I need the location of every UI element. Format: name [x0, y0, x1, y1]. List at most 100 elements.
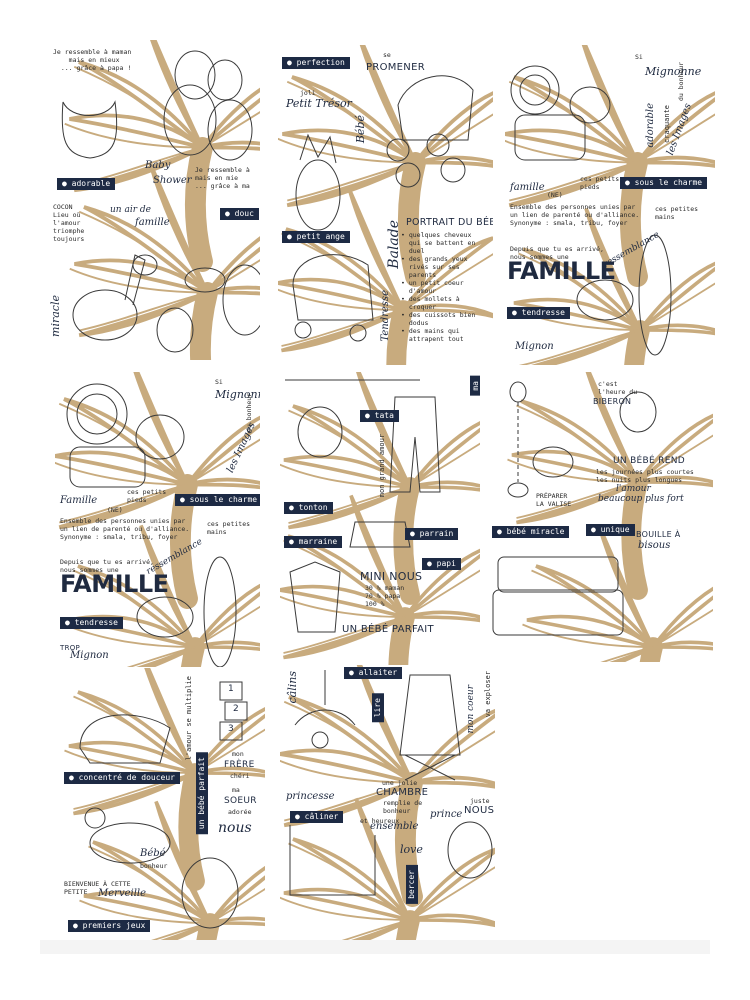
- stamp-sheet-2: ● perfection se PROMENER joli Petit Trés…: [278, 45, 493, 365]
- script-famille: famille: [510, 182, 545, 193]
- label-bebe-miracle: ● bébé miracle: [492, 526, 570, 538]
- text-cheri: chéri: [230, 772, 250, 780]
- text-se: se: [383, 51, 391, 59]
- label-perfection: ● perfection: [282, 57, 350, 69]
- leaf-background: [280, 665, 495, 940]
- leaf-background: [505, 45, 715, 365]
- vtext-va-exploser: va exploser: [484, 671, 492, 718]
- text-ma: ma: [232, 786, 240, 794]
- vscript-mon-coeur: mon coeur: [466, 685, 476, 734]
- text-bebe-parfait: UN BÉBÉ PARFAIT: [342, 624, 434, 635]
- text-portrait-du-bebe: PORTRAIT DU BÉBÉ: [406, 217, 493, 228]
- label-tendresse: ● tendresse: [60, 617, 123, 629]
- label-ma: ma: [470, 376, 480, 396]
- text-frere: FRÈRE: [224, 760, 255, 770]
- script-love: love: [400, 843, 423, 856]
- text-depuis: Depuis que tu es arrivé, nous sommes une: [510, 245, 604, 261]
- vscript-calins: câlins: [286, 671, 299, 704]
- script-ensemble: ensemble: [370, 821, 419, 832]
- label-adorable: ● adorable: [57, 178, 116, 190]
- script-bebe: Bébé: [140, 848, 166, 859]
- label-tonton: ● tonton: [284, 502, 333, 514]
- text-ne: (NE): [547, 191, 563, 199]
- text-ne: (NE): [107, 506, 123, 514]
- vtext-grand-amour: mon grand amour: [378, 434, 386, 498]
- label-marraine: ● marraine: [284, 536, 343, 548]
- caption-ressemble-maman: Je ressemble à maman mais en mieux ... g…: [53, 48, 132, 72]
- script-famille: famille: [135, 217, 170, 228]
- vscript-miracle: miracle: [49, 295, 62, 337]
- text-petites-mains: ces petites mains: [655, 205, 699, 221]
- text-chambre: CHAMBRE: [376, 787, 429, 798]
- text-mon: mon: [232, 750, 244, 758]
- text-definition: Ensemble des personnes unies par un lien…: [510, 203, 640, 227]
- bottom-shadow: [40, 940, 710, 954]
- script-merveille: Merveille: [98, 888, 147, 899]
- stamp-sheet-4: Si Mignonne les Images du bonheur Famill…: [55, 372, 260, 667]
- label-petit-ange: ● petit ange: [282, 231, 350, 243]
- text-nous: NOUS: [464, 805, 495, 816]
- text-petites-mains: ces petites mains: [207, 520, 251, 536]
- text-bonheur: bonheur: [140, 862, 168, 870]
- vscript-adorable: adorable: [645, 103, 656, 148]
- text-joli: joli: [300, 89, 316, 97]
- label-douc: ● douc: [220, 208, 259, 220]
- script-mignonne: Mignonne: [645, 65, 702, 78]
- text-trop: TROP: [60, 644, 81, 652]
- text-mini-nous: MINI NOUS: [360, 570, 423, 583]
- script-princesse: princesse: [286, 791, 335, 802]
- script-shower: Shower: [153, 175, 192, 186]
- label-lire: lire: [372, 693, 384, 723]
- text-preparer-valise: PRÉPARER LA VALISE: [536, 492, 572, 508]
- text-mini-sub: 30 % maman 70 % papa 100 %: [365, 584, 405, 608]
- vscript-balade: Balade: [386, 220, 402, 269]
- label-papi: ● papi: [422, 558, 461, 570]
- script-un-air-de: un air de: [110, 205, 151, 215]
- script-petit-tresor: Petit Trésor: [286, 97, 352, 110]
- text-bienvenue: BIENVENUE À CETTE PETITE: [64, 880, 131, 896]
- text-du-bonheur: du bonheur: [245, 392, 253, 432]
- label-premiers-jeux: ● premiers jeux: [68, 920, 151, 932]
- portrait-list: • quelques cheveux qui se battent en due…: [401, 231, 476, 343]
- text-juste: juste: [470, 797, 490, 805]
- leaf-background: [492, 372, 713, 662]
- script-bisous: bisous: [638, 540, 671, 551]
- leaf-background: [55, 372, 260, 667]
- label-concentre-douceur: ● concentré de douceur: [64, 772, 180, 784]
- script-baby: Baby: [145, 160, 171, 171]
- text-petits-pieds: ces petits pieds: [580, 175, 620, 191]
- label-un-bebe-parfait: un bébé parfait: [196, 752, 208, 835]
- text-famille-big: FAMILLE: [60, 570, 169, 598]
- text-definition: Ensemble des personnes unies par un lien…: [60, 517, 190, 541]
- label-parrain: ● parrain: [405, 528, 459, 540]
- leaf-background: [45, 40, 260, 360]
- block-2: 2: [233, 704, 240, 714]
- script-famille: Famille: [60, 495, 98, 506]
- block-3: 3: [228, 724, 235, 734]
- text-cest-lheure: c'est l'heure du: [598, 380, 638, 396]
- text-depuis: Depuis que tu es arrivé, nous sommes une: [60, 558, 154, 574]
- script-mignon: Mignon: [515, 341, 554, 352]
- text-soeur: SOEUR: [224, 796, 257, 806]
- stamp-sheet-7: l'amour se multiplie 1 2 3 ● concentré d…: [60, 668, 265, 940]
- text-si: Si: [215, 378, 223, 386]
- leaf-background: [278, 45, 493, 365]
- text-du-bonheur: du bonheur: [677, 61, 685, 101]
- caption-cocon: COCON Lieu où l'amour triomphe toujours: [53, 203, 85, 243]
- stamp-sheet-3: Si Mignonne adorable craquante les Image…: [505, 45, 715, 365]
- vscript-bebe: Bébé: [354, 115, 367, 144]
- label-caliner: ● câliner: [290, 811, 344, 823]
- text-bebe-rend: UN BÉBÉ REND: [613, 456, 685, 466]
- block-1: 1: [228, 684, 235, 694]
- text-promener: PROMENER: [366, 62, 425, 73]
- text-bouille: BOUILLE À: [636, 530, 681, 539]
- script-lamour: l'amour: [616, 484, 651, 494]
- label-tata: ● tata: [360, 410, 399, 422]
- label-sous-le-charme: ● sous le charme: [620, 177, 708, 189]
- label-sous-le-charme: ● sous le charme: [175, 494, 260, 506]
- vtext-amour-multiplie: l'amour se multiplie: [185, 676, 193, 761]
- text-petits-pieds: ces petits pieds: [127, 488, 167, 504]
- text-si: Si: [635, 53, 643, 61]
- text-bebe-rend-sub: les journées plus courtes les nuits plus…: [596, 468, 694, 484]
- vscript-tendresse: Tendresse: [380, 290, 391, 342]
